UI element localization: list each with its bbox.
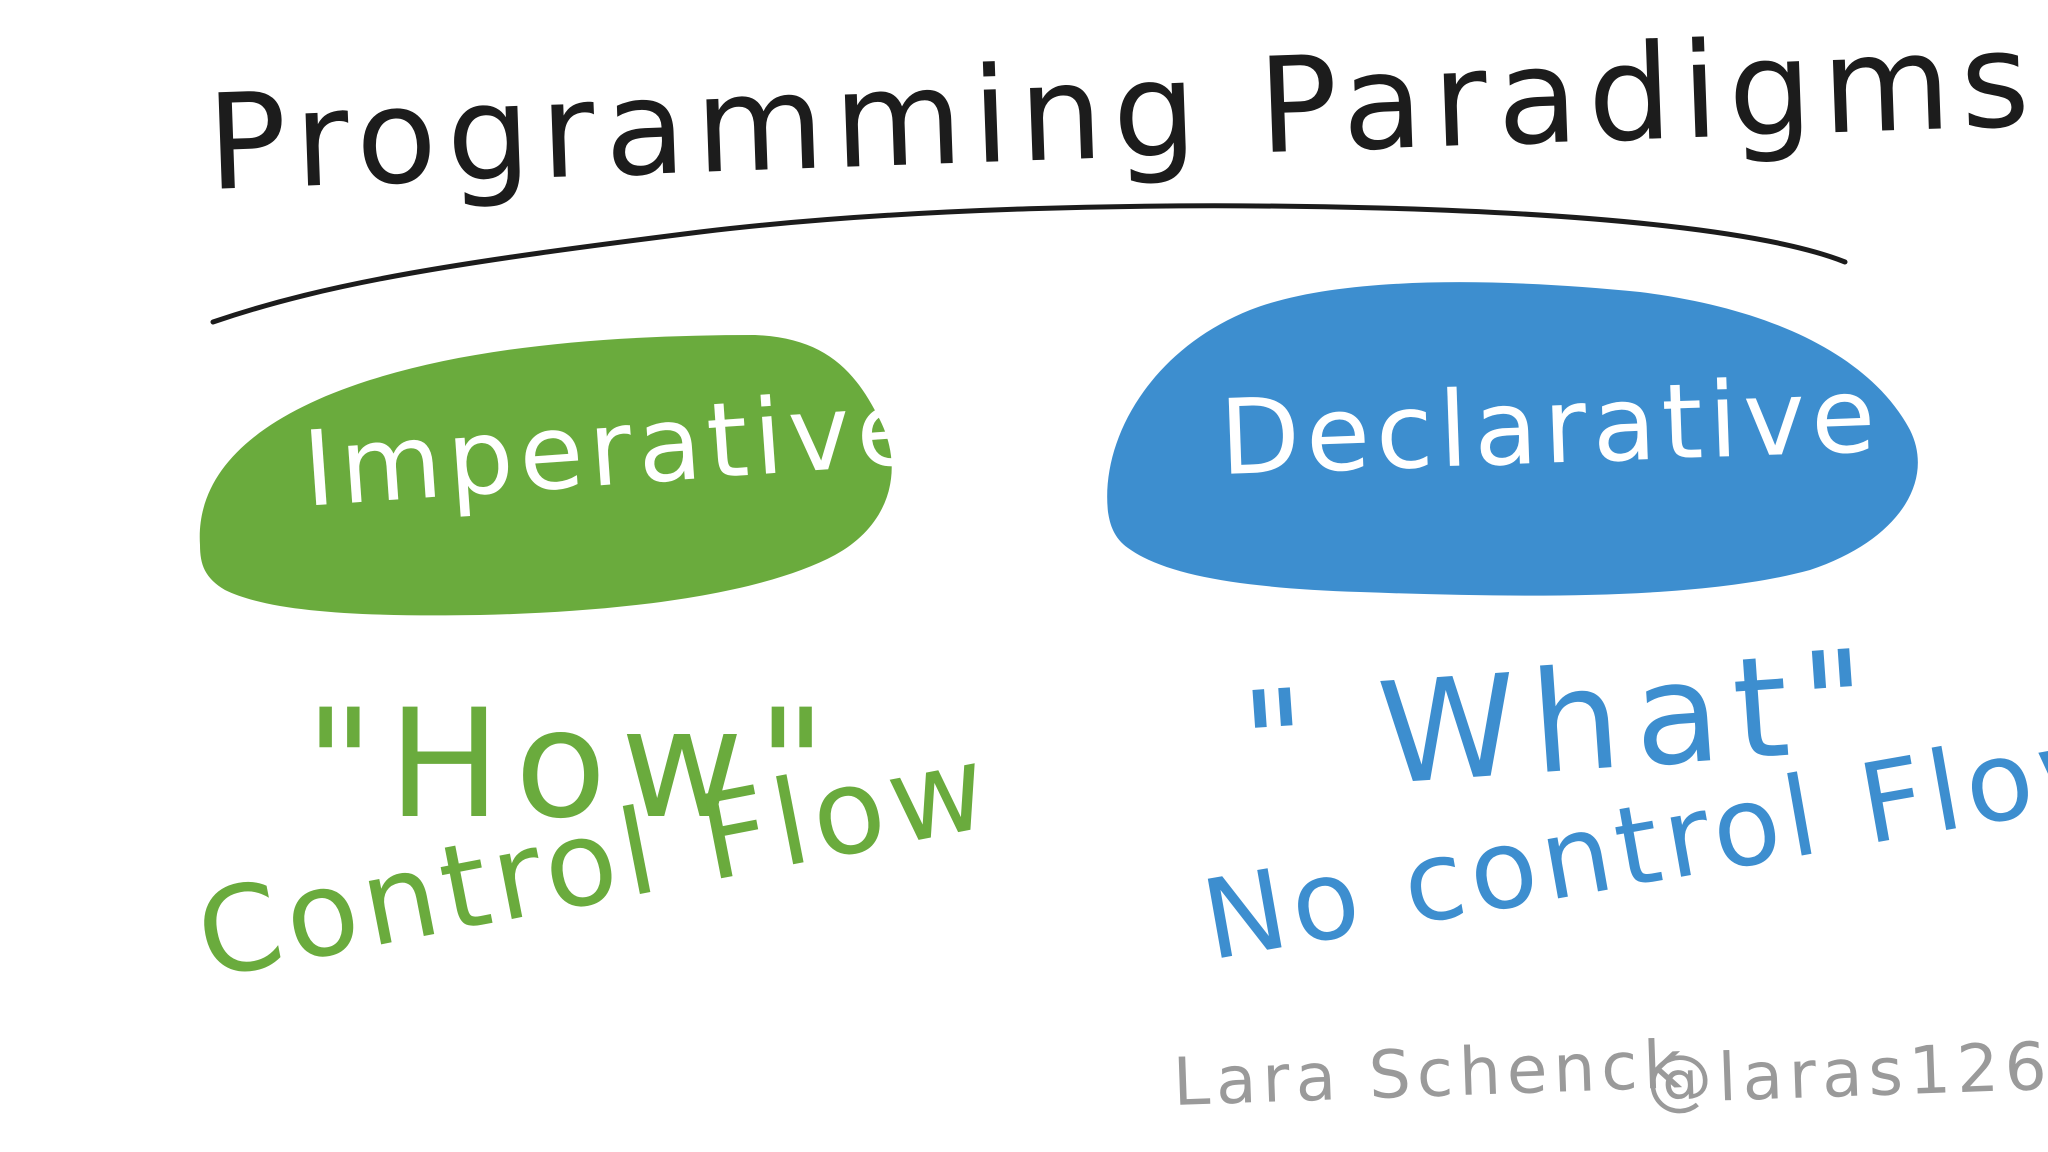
declarative-blob [1107,282,1918,596]
author-credit: Lara Schenck [1171,1026,1689,1121]
title-underline [210,203,1848,325]
declarative-label: Declarative [1217,353,1884,499]
imperative-blob [199,335,892,616]
imperative-tagline: "How" [305,678,841,852]
author-handle: @laras126 [1644,1027,2048,1119]
